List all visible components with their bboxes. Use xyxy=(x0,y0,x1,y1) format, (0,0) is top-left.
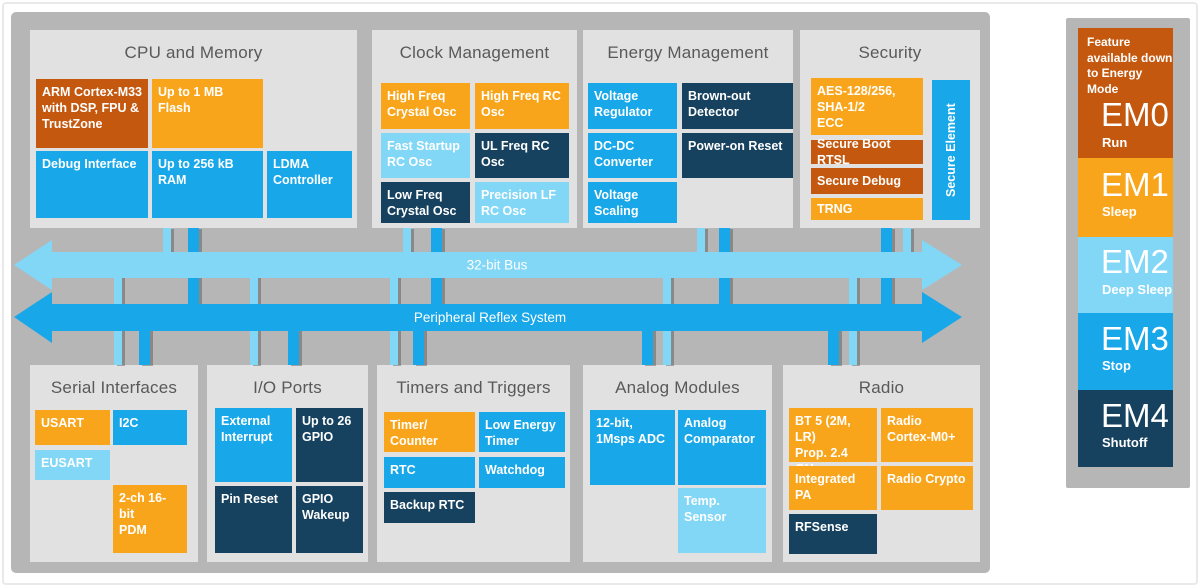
tile-high-freq-crystal-osc: High Freq Crystal Osc xyxy=(381,83,470,129)
tile-dcdc-converter: DC-DC Converter xyxy=(588,133,677,178)
tile-eusart: EUSART xyxy=(35,450,110,480)
bus-connector xyxy=(881,228,892,315)
tile-low-energy-timer: Low Energy Timer xyxy=(479,412,565,452)
bus-connector xyxy=(114,272,122,365)
legend-header: Feature available down to Energy Mode xyxy=(1087,35,1173,96)
block-title: Analog Modules xyxy=(615,378,740,397)
tile-ldma-controller: LDMA Controller xyxy=(267,151,352,218)
tile-ul-freq-rc-osc: UL Freq RC Osc xyxy=(475,133,569,178)
tile-voltage-regulator: Voltage Regulator xyxy=(588,83,677,129)
tile-voltage-scaling: Voltage Scaling xyxy=(588,182,677,223)
em0-sub: Run xyxy=(1102,135,1128,150)
tile-high-freq-rc-osc: High Freq RC Osc xyxy=(475,83,569,129)
bus-connector xyxy=(903,228,911,258)
bus-connector xyxy=(413,325,424,365)
tile-fast-startup-rc-osc: Fast Startup RC Osc xyxy=(381,133,470,178)
tile-watchdog: Watchdog xyxy=(479,457,565,488)
tile-pin-reset: Pin Reset xyxy=(215,486,292,553)
tile-brown-out-detector: Brown-out Detector xyxy=(682,83,793,129)
bus-connector xyxy=(663,272,671,365)
block-io-ports: I/O Ports External Interrupt Up to 26 GP… xyxy=(207,365,368,562)
block-analog-modules: Analog Modules 12-bit, 1Msps ADC Analog … xyxy=(583,365,772,562)
tile-secure-debug: Secure Debug xyxy=(811,168,923,194)
bus-connector xyxy=(431,228,442,315)
legend-em4: EM4 Shutoff xyxy=(1078,390,1173,467)
bus-connector xyxy=(719,228,730,315)
em3-sub: Stop xyxy=(1102,358,1131,374)
tile-secure-element: Secure Element xyxy=(932,80,970,220)
block-timers-and-triggers: Timers and Triggers Timer/ Counter Low E… xyxy=(377,365,570,562)
bus-connector xyxy=(163,228,171,258)
tile-pdm: 2-ch 16-bit PDM xyxy=(113,485,187,553)
em2-name: EM2 xyxy=(1101,243,1169,281)
tile-aes-sha-ecc: AES-128/256, SHA-1/2 ECC xyxy=(811,78,923,135)
legend-em0: Feature available down to Energy Mode EM… xyxy=(1078,28,1173,158)
block-title: I/O Ports xyxy=(253,378,322,397)
bus-connector xyxy=(849,272,857,365)
block-radio: Radio BT 5 (2M, LR) Prop. 2.4 GHz Radio … xyxy=(783,365,980,562)
bus-connector xyxy=(139,325,150,365)
tile-precision-lf-rc-osc: Precision LF RC Osc xyxy=(475,182,569,223)
bus-connector xyxy=(250,272,258,365)
bus-connector xyxy=(188,228,199,315)
bus-connector xyxy=(697,228,705,258)
block-title: Serial Interfaces xyxy=(50,378,178,397)
legend-em2: EM2 Deep Sleep xyxy=(1078,237,1173,313)
tile-radio-crypto: Radio Crypto xyxy=(881,466,973,510)
em1-sub: Sleep xyxy=(1102,204,1137,220)
tile-usart: USART xyxy=(35,410,110,445)
tile-rfsense: RFSense xyxy=(789,514,877,554)
tile-analog-comparator: Analog Comparator xyxy=(678,410,766,485)
em1-name: EM1 xyxy=(1101,165,1169,203)
block-clock-management: Clock Management High Freq Crystal Osc H… xyxy=(372,30,577,228)
block-energy-management: Energy Management Voltage Regulator Brow… xyxy=(583,30,793,228)
tile-integrated-pa: Integrated PA xyxy=(789,466,877,510)
block-title: Timers and Triggers xyxy=(396,378,551,397)
legend-em3: EM3 Stop xyxy=(1078,313,1173,390)
block-security: Security AES-128/256, SHA-1/2 ECC Secure… xyxy=(800,30,980,228)
tile-i2c: I2C xyxy=(113,410,187,445)
block-serial-interfaces: Serial Interfaces USART I2C EUSART 2-ch … xyxy=(30,365,198,562)
tile-external-interrupt: External Interrupt xyxy=(215,408,292,482)
tile-backup-rtc: Backup RTC xyxy=(384,492,475,523)
em2-sub: Deep Sleep xyxy=(1102,281,1173,297)
block-title: Energy Management xyxy=(607,43,769,62)
tile-arm-cortex-m33: ARM Cortex-M33 with DSP, FPU & TrustZone xyxy=(36,79,148,148)
tile-rtc: RTC xyxy=(384,457,475,488)
tile-debug-interface: Debug Interface xyxy=(36,151,148,218)
block-cpu-and-memory: CPU and Memory ARM Cortex-M33 with DSP, … xyxy=(30,30,357,228)
legend-em1: EM1 Sleep xyxy=(1078,158,1173,237)
energy-mode-legend: Feature available down to Energy Mode EM… xyxy=(1066,18,1190,488)
em4-sub: Shutoff xyxy=(1102,435,1148,451)
tile-flash: Up to 1 MB Flash xyxy=(152,79,263,148)
tile-radio-cortex-m0: Radio Cortex-M0+ xyxy=(881,408,973,462)
bus-connector xyxy=(390,272,398,365)
tile-bt5: BT 5 (2M, LR) Prop. 2.4 GHz xyxy=(789,408,877,476)
bus-connector xyxy=(642,325,653,365)
block-title: CPU and Memory xyxy=(124,43,263,62)
tile-gpio: Up to 26 GPIO xyxy=(296,408,363,482)
em3-name: EM3 xyxy=(1101,319,1169,357)
tile-secure-boot-rtsl: Secure Boot RTSL xyxy=(811,137,923,167)
tile-temp-sensor: Temp. Sensor xyxy=(678,488,766,553)
block-title: Security xyxy=(858,43,922,62)
block-title: Radio xyxy=(858,378,905,397)
tile-power-on-reset: Power-on Reset xyxy=(682,133,793,178)
bus-connector xyxy=(828,325,839,365)
tile-ram: Up to 256 kB RAM xyxy=(152,151,263,218)
bus-connector xyxy=(403,228,411,258)
tile-timer-counter: Timer/ Counter xyxy=(384,412,475,452)
tile-trng: TRNG xyxy=(811,198,923,220)
tile-gpio-wakeup: GPIO Wakeup xyxy=(296,486,363,553)
block-title: Clock Management xyxy=(399,43,550,62)
em0-name: EM0 xyxy=(1101,96,1169,134)
bus-connector xyxy=(288,325,299,365)
tile-low-freq-crystal-osc: Low Freq Crystal Osc xyxy=(381,182,470,223)
em4-name: EM4 xyxy=(1101,396,1169,434)
tile-adc: 12-bit, 1Msps ADC xyxy=(590,410,675,485)
